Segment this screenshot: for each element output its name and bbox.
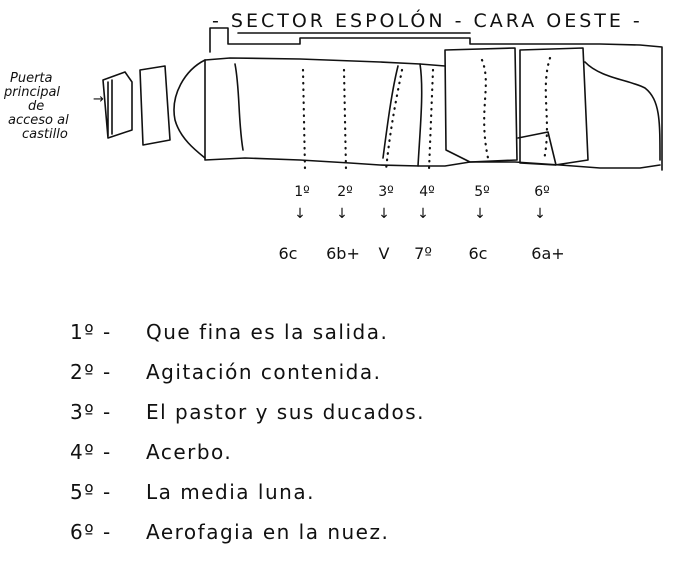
legend-number: 1º -	[70, 320, 112, 344]
side-note-line-5: castillo	[22, 127, 68, 142]
down-arrow-icon: ↓	[417, 206, 429, 222]
route-legend: 1º - Que fina es la salida. 2º - Agitación…	[70, 312, 425, 552]
rock-crack-1	[234, 63, 244, 151]
down-arrow-icon: ↓	[294, 206, 306, 222]
route-column-6: 6º ↓ 6a+	[531, 184, 564, 263]
route-column-2: 2º ↓ 6b+	[326, 184, 360, 263]
route-number: 1º	[294, 184, 310, 200]
legend-number: 5º -	[70, 480, 112, 504]
legend-number: 3º -	[70, 400, 112, 424]
down-arrow-icon: ↓	[378, 206, 390, 222]
down-arrow-icon: ↓	[534, 206, 546, 222]
door-arrow-icon: →	[93, 92, 104, 107]
legend-route-name: La media luna.	[146, 480, 315, 504]
side-note-line-1: Puerta	[10, 71, 53, 86]
route-column-4: 4º ↓ 7º	[414, 184, 435, 263]
side-note-line-3: de	[28, 99, 44, 114]
legend-route-name: Aerofagia en la nuez.	[146, 520, 390, 544]
castle-wall-outline	[209, 27, 663, 171]
legend-route-name: Agitación contenida.	[146, 360, 382, 384]
sector-title: - SECTOR ESPOLÓN - CARA OESTE -	[212, 8, 643, 32]
legend-route-name: Que fina es la salida.	[146, 320, 389, 344]
rock-left-lobe	[173, 59, 206, 159]
route-number: 6º	[534, 184, 550, 200]
route-column-1: 1º ↓ 6c	[279, 184, 310, 263]
route-grade: 6c	[469, 244, 488, 263]
route-line-4	[427, 68, 435, 172]
route-number: 4º	[419, 184, 435, 200]
legend-number: 6º -	[70, 520, 112, 544]
rock-crack-3	[417, 63, 423, 167]
wall-top-ledge	[204, 57, 446, 67]
route-line-1	[301, 68, 307, 172]
route-line-2	[342, 68, 348, 172]
rock-crack-2	[382, 65, 399, 159]
right-rock-mass	[584, 61, 661, 161]
legend-item: 2º - Agitación contenida.	[70, 352, 425, 392]
route-grade: 6a+	[531, 244, 564, 263]
route-number: 2º	[337, 184, 353, 200]
route-column-3: 3º ↓ V	[378, 184, 394, 263]
side-note-line-4: acceso al	[8, 113, 69, 128]
door-icon	[102, 71, 133, 139]
legend-item: 4º - Acerbo.	[70, 432, 425, 472]
down-arrow-icon: ↓	[474, 206, 486, 222]
buttress-block-6	[519, 47, 589, 166]
route-grade: V	[379, 244, 390, 263]
legend-item: 1º - Que fina es la salida.	[70, 312, 425, 352]
legend-item: 5º - La media luna.	[70, 472, 425, 512]
route-number: 3º	[378, 184, 394, 200]
gate-tower-block	[139, 65, 171, 146]
buttress-inner-6	[517, 131, 557, 166]
route-grade: 6c	[279, 244, 298, 263]
route-line-5	[480, 58, 490, 160]
route-line-6	[542, 56, 552, 162]
legend-route-name: El pastor y sus ducados.	[146, 400, 425, 424]
legend-item: 6º - Aerofagia en la nuez.	[70, 512, 425, 552]
route-column-5: 5º ↓ 6c	[469, 184, 490, 263]
legend-number: 2º -	[70, 360, 112, 384]
buttress-block-5	[444, 47, 518, 163]
legend-number: 4º -	[70, 440, 112, 464]
legend-route-name: Acerbo.	[146, 440, 233, 464]
rock-face-outline	[204, 59, 661, 169]
route-grade: 7º	[414, 244, 432, 263]
route-number: 5º	[474, 184, 490, 200]
legend-item: 3º - El pastor y sus ducados.	[70, 392, 425, 432]
side-note-line-2: principal	[3, 85, 60, 100]
route-grade: 6b+	[326, 244, 360, 263]
down-arrow-icon: ↓	[336, 206, 348, 222]
